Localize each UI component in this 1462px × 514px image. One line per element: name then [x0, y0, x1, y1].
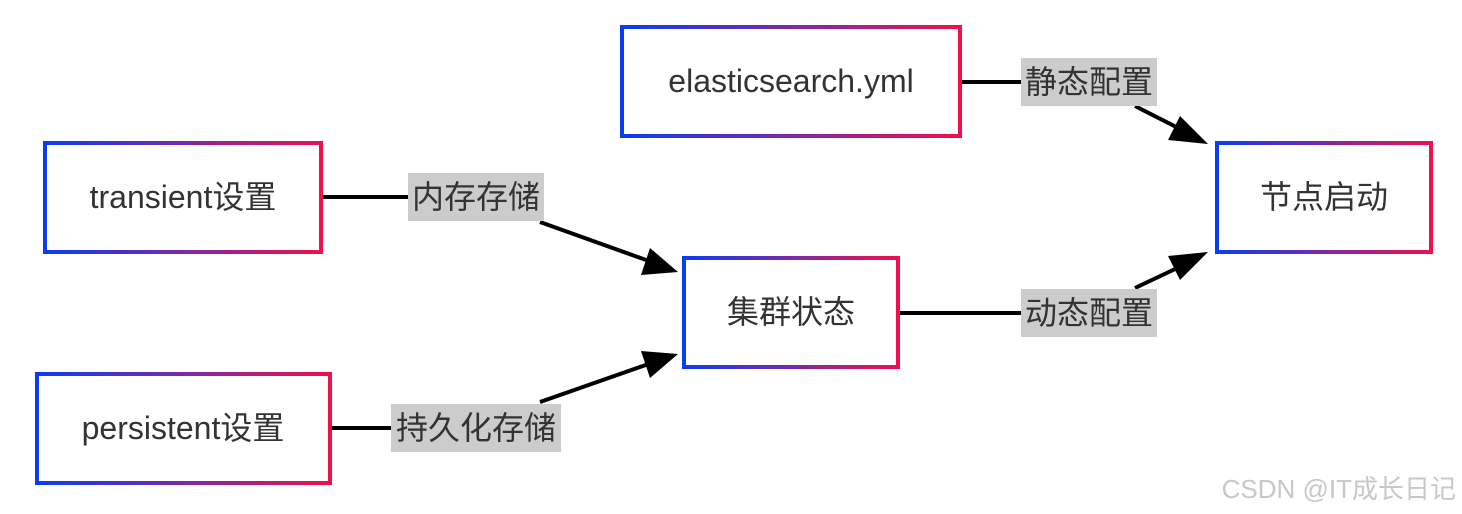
node-persistent: persistent设置: [35, 372, 332, 485]
arrowhead-icon: [1168, 252, 1208, 280]
svg-text:transient设置: transient设置: [90, 179, 277, 215]
edge-label-static-config: 静态配置: [1021, 58, 1157, 106]
svg-text:动态配置: 动态配置: [1025, 295, 1153, 331]
node-transient: transient设置: [43, 141, 323, 254]
edge-label-dynamic-config: 动态配置: [1021, 289, 1157, 337]
edge-persistent-storage: [331, 351, 678, 430]
node-cluster-state: 集群状态: [682, 256, 900, 369]
arrowhead-icon: [1168, 116, 1208, 144]
edge-label-memory-storage: 内存存储: [408, 173, 544, 221]
edge-dynamic-config: [900, 252, 1208, 315]
svg-text:内存存储: 内存存储: [412, 179, 540, 215]
svg-text:集群状态: 集群状态: [727, 294, 855, 330]
arrowhead-icon: [641, 351, 678, 378]
edge-static-config: [962, 80, 1208, 144]
svg-text:持久化存储: 持久化存储: [396, 410, 556, 446]
arrowhead-icon: [641, 248, 678, 275]
svg-text:节点启动: 节点启动: [1260, 179, 1388, 215]
watermark: CSDN @IT成长日记: [1221, 474, 1456, 504]
svg-text:elasticsearch.yml: elasticsearch.yml: [668, 63, 913, 99]
edge-label-persistent-storage: 持久化存储: [391, 404, 561, 452]
svg-text:persistent设置: persistent设置: [82, 410, 285, 446]
svg-text:静态配置: 静态配置: [1025, 64, 1153, 100]
node-node-startup: 节点启动: [1215, 141, 1433, 254]
edge-memory-storage: [322, 195, 678, 275]
node-elasticsearch-yml: elasticsearch.yml: [620, 25, 962, 138]
